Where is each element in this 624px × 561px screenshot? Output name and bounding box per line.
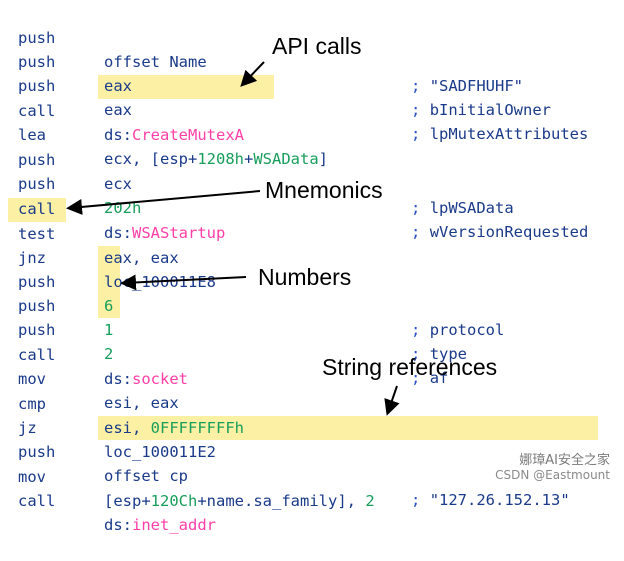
operand: ds:WSAStartup — [104, 224, 226, 242]
comment: ; "127.26.152.13" — [411, 491, 570, 509]
operand: eax, eax — [104, 249, 179, 267]
annotation-api-calls: API calls — [272, 33, 362, 59]
mnemonic: cmp — [18, 395, 46, 413]
api-name: socket — [132, 370, 188, 388]
mnemonic: push — [18, 77, 56, 95]
code-line: push eax ; lpMutexAttributes — [0, 50, 624, 143]
mnemonic: push — [18, 53, 56, 71]
operand: esi, 0FFFFFFFFh — [104, 419, 244, 437]
annotation-mnemonics: Mnemonics — [265, 177, 383, 203]
code-line: push 6 ; protocol — [0, 246, 624, 339]
comment: ; af — [411, 369, 449, 387]
mnemonic: lea — [18, 126, 46, 144]
arrow-mnemonics — [66, 190, 261, 215]
operand: ecx — [104, 175, 132, 193]
code-line: push eax ; bInitialOwner — [0, 26, 624, 119]
operand: loc_100011E2 — [104, 443, 216, 461]
operand: ds:CreateMutexA — [104, 126, 244, 144]
annotation-arrows — [66, 61, 400, 416]
watermark: 娜璋AI安全之家 CSDN @Eastmount — [495, 453, 610, 483]
code-line: jz loc_100011E2 — [0, 392, 624, 461]
annotation-string-references: String references — [322, 354, 498, 380]
comment: ; type — [411, 345, 468, 363]
mnemonic: push — [18, 297, 56, 315]
code-line: push ecx ; lpWSAData — [0, 124, 624, 217]
mnemonic: jnz — [18, 249, 46, 267]
mnemonic: call — [18, 200, 56, 218]
mnemonic: mov — [18, 468, 46, 486]
number-highlight-1 — [98, 270, 120, 294]
string-reference-highlight — [98, 416, 598, 440]
mnemonic: push — [18, 443, 56, 461]
operand: ds:socket — [104, 370, 188, 388]
code-line: call ds:socket — [0, 319, 624, 388]
mnemonic: call — [18, 102, 56, 120]
operand: ecx, [esp+1208h+WSAData] — [104, 150, 329, 168]
operand: offset Name — [104, 53, 207, 71]
api-name: WSAStartup — [132, 224, 226, 242]
comment: ; protocol — [411, 321, 505, 339]
arrow-api-calls — [240, 61, 265, 87]
operand: 6 — [104, 297, 114, 315]
code-line: lea ecx, [esp+1208h+WSAData] — [0, 99, 624, 168]
comment: ; lpMutexAttributes — [411, 125, 589, 143]
code-line: call ds:CreateMutexA — [0, 75, 624, 144]
mnemonic: mov — [18, 370, 46, 388]
mnemonic: jz — [18, 419, 37, 437]
code-line: call ds:WSAStartup — [0, 173, 624, 242]
comment: ; wVersionRequested — [411, 223, 589, 241]
arrow-string-references — [384, 385, 400, 416]
code-line: mov esi, eax — [0, 343, 624, 412]
number-highlight-2 — [98, 294, 120, 318]
mnemonic: push — [18, 29, 56, 47]
annotation-numbers: Numbers — [258, 264, 352, 290]
operand: offset cp — [104, 467, 188, 485]
code-line: push 202h ; wVersionRequested — [0, 148, 624, 241]
operand: esi, eax — [104, 394, 179, 412]
operand: 1 — [104, 321, 114, 339]
operand: eax — [104, 101, 132, 119]
operand: 2 — [104, 345, 114, 363]
mnemonic: call — [18, 346, 56, 364]
operand: eax — [104, 77, 132, 95]
code-line: push offset Name ; "SADFHUHF" — [0, 2, 624, 95]
watermark-line1: 娜璋AI安全之家 — [519, 453, 610, 468]
watermark-line2: CSDN @Eastmount — [495, 468, 610, 482]
code-line: push 1 ; type — [0, 270, 624, 363]
mnemonic: test — [18, 225, 56, 243]
api-name: CreateMutexA — [132, 126, 244, 144]
api-name: inet_addr — [132, 516, 216, 534]
mnemonic: push — [18, 175, 56, 193]
number-highlight-6 — [98, 246, 120, 270]
code-line: cmp esi, 0FFFFFFFFh — [0, 368, 624, 437]
arrow-numbers — [120, 274, 247, 291]
mnemonic: push — [18, 321, 56, 339]
mnemonic: push — [18, 151, 56, 169]
mnemonic: push — [18, 273, 56, 291]
code-line: push 2 ; af — [0, 294, 624, 387]
code-line: test eax, eax — [0, 198, 624, 267]
comment: ; "SADFHUHF" — [411, 77, 524, 95]
operand: ds:inet_addr — [104, 516, 216, 534]
comment: ; bInitialOwner — [411, 101, 552, 119]
comment: ; lpWSAData — [411, 199, 514, 217]
mnemonic-highlight — [8, 198, 66, 222]
mnemonic: call — [18, 492, 56, 510]
operand: [esp+120Ch+name.sa_family], 2 — [104, 492, 375, 510]
